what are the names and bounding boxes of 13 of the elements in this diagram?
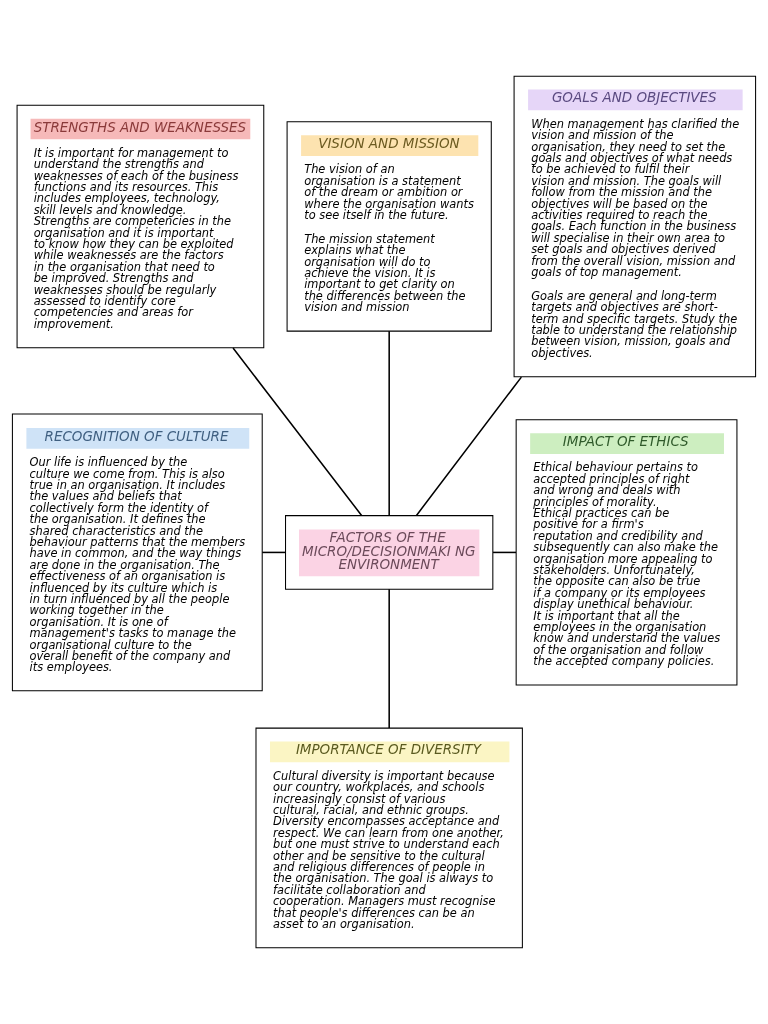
node-box: GOALS AND OBJECTIVES When management has clarified the vision and mission of the organisation, they need to set the goals and objectives of what needs to be achieved to fulfil their vision and mission. The goals will follow from the mission and the objectives will be based on the activities required to reach the goals. Each function in the business will specialise in their own area to set goals and objectives derived from the overall vision, mission and goals of top management. Goals are general and long-term targets and objectives are short-term and specific targets. Study the table to understand the relationship between vision, mission, goals and objectives.: [513, 75, 757, 378]
connector: [232, 347, 363, 517]
node-box: FACTORS OF THE MICRO/DECISIONMAKI NG ENVIRONMENT: [285, 515, 494, 590]
node-box: STRENGTHS AND WEAKNESSES It is important for management to understand the strengths and weaknesses of each of the business functions and its resources. This includes employees, technology, skill levels and knowledge. Strengths are competencies in the organisation and it is important to know how they can be exploited while weaknesses are the factors in the organisation that need to be improved. Strengths and weaknesses should be regularly assessed to identify core competencies and areas for improvement.: [16, 104, 265, 349]
connector: [492, 551, 517, 554]
node-box: VISION AND MISSION The vision of an organisation is a statement of the dream or ambition or where the organisation wants to see itself in the future. The mission statement explains what the organisation will do to achieve the vision. It is important to get clarity on the differences between the vision and mission: [286, 121, 492, 332]
connector: [261, 551, 286, 554]
node-box: RECOGNITION OF CULTURE Our life is influenced by the culture we come from. This is also true in an organisation. It includes the values and beliefs that collectively form the identity of the organisation. It defines the shared characteristics and the behaviour patterns that the members have in common, and the way things are done in the organisation. The effectiveness of an organisation is influenced by its culture which is in turn influenced by all the people working together in the organisation. It is one of management's tasks to manage the organisational culture to the overall benefit of the company and its employees.: [11, 413, 263, 692]
connector: [415, 376, 523, 517]
node-box: IMPACT OF ETHICS Ethical behaviour pertains to accepted principles of right and wrong and deals with principles of morality. Ethical practices can be positive for a firm's reputation and credibility and subsequently can also make the organisation more appealing to stakeholders. Unfortunately, the opposite can also be true if a company or its employees display unethical behaviour. It is important that all the employees in the organisation know and understand the values of the organisation and follow the accepted company policies.: [515, 419, 738, 686]
connector: [388, 588, 390, 729]
connector: [388, 330, 390, 517]
node-box: IMPORTANCE OF DIVERSITY Cultural diversity is important because our country, workplaces, and schools increasingly consist of various cultural, racial, and ethnic groups. Diversity encompasses acceptance and respect. We can learn from one another, but one must strive to understand each other and be sensitive to the cultural and religious differences of people in the organisation. The goal is always to facilitate collaboration and cooperation. Managers must recognise that people's differences can be an asset to an organisation.: [255, 727, 523, 949]
